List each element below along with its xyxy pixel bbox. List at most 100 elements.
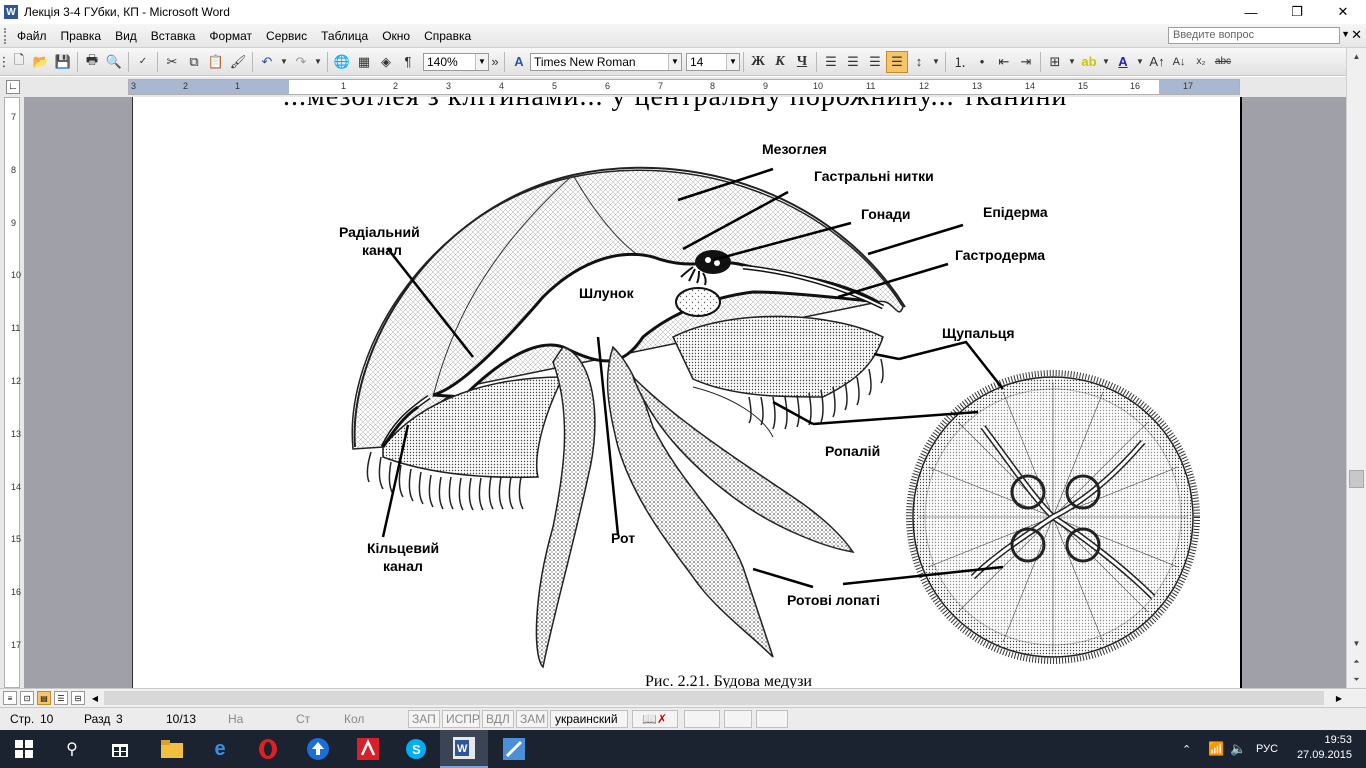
copy-icon[interactable]: ⧉: [189, 53, 199, 69]
menu-help[interactable]: Справка: [424, 28, 472, 43]
styles-icon[interactable]: A: [514, 54, 524, 69]
borders-icon[interactable]: ⊞: [1049, 53, 1061, 69]
shrink-font-icon[interactable]: A↓: [1172, 55, 1186, 68]
scroll-up-icon[interactable]: ▲: [1352, 52, 1361, 61]
word-icon[interactable]: W: [4, 5, 18, 19]
status-ext[interactable]: ВДЛ: [486, 712, 510, 726]
highlight-icon[interactable]: ab: [1081, 54, 1097, 69]
avira-icon[interactable]: [344, 730, 392, 768]
status-ovr[interactable]: ЗАМ: [520, 712, 546, 726]
scroll-down-icon[interactable]: ▼: [1352, 639, 1361, 648]
status-language[interactable]: украинский: [555, 712, 618, 726]
menu-view[interactable]: Вид: [115, 28, 137, 43]
spelling-status-box[interactable]: [632, 710, 678, 728]
scroll-right-icon[interactable]: ▶: [1335, 693, 1343, 703]
tab-selector[interactable]: ∟: [6, 80, 20, 94]
underline-button[interactable]: Ч: [796, 53, 808, 69]
ask-question-input[interactable]: Введите вопрос: [1168, 27, 1340, 44]
word-taskbar-icon[interactable]: W: [440, 730, 488, 768]
search-icon[interactable]: ⚲: [66, 741, 78, 758]
print-preview-icon[interactable]: 🔍: [105, 53, 123, 69]
toolbar-grip[interactable]: ⋮: [0, 53, 11, 69]
menu-grip[interactable]: [4, 27, 10, 44]
status-ext-box[interactable]: [482, 710, 514, 728]
align-left-icon[interactable]: ☰: [825, 53, 837, 69]
grow-font-icon[interactable]: A↑: [1149, 54, 1165, 69]
opera-icon[interactable]: [244, 730, 292, 768]
bullets-icon[interactable]: •: [979, 54, 985, 69]
clock[interactable]: 19:53 27.09.2015: [1297, 733, 1352, 763]
font-size-select[interactable]: 14 ▼: [686, 52, 740, 71]
normal-view-icon[interactable]: ≡: [3, 691, 17, 705]
show-hidden-icons[interactable]: ⌃: [1182, 743, 1192, 756]
ask-dropdown-icon[interactable]: ▼: [1341, 29, 1350, 39]
highlight-dropdown-icon[interactable]: ▼: [1102, 57, 1110, 66]
redo-dropdown-icon[interactable]: ▼: [314, 57, 322, 66]
menu-file[interactable]: Файл: [17, 28, 47, 43]
maximize-button[interactable]: ❐: [1291, 4, 1303, 19]
web-view-icon[interactable]: ⊡: [20, 691, 34, 705]
menu-tools[interactable]: Сервис: [266, 28, 308, 43]
strikethrough-icon[interactable]: abc: [1214, 56, 1232, 67]
new-document-icon[interactable]: 🗋: [13, 51, 25, 67]
close-document-icon[interactable]: ✕: [1351, 27, 1362, 42]
volume-icon[interactable]: 🔈: [1230, 741, 1247, 756]
menu-table[interactable]: Таблица: [321, 28, 369, 43]
paste-icon[interactable]: 📋: [207, 53, 225, 69]
language-indicator[interactable]: РУС: [1256, 743, 1279, 755]
borders-dropdown-icon[interactable]: ▼: [1068, 57, 1076, 66]
line-spacing-dropdown-icon[interactable]: ▼: [932, 57, 940, 66]
update-icon[interactable]: [294, 730, 342, 768]
font-color-icon[interactable]: A: [1118, 54, 1128, 69]
font-color-dropdown-icon[interactable]: ▼: [1136, 57, 1144, 66]
status-trk[interactable]: ИСПР: [446, 712, 480, 726]
vertical-scrollbar[interactable]: ▲ ▼ ⏶ ⏷: [1346, 48, 1366, 688]
subscript-icon[interactable]: x₂: [1196, 56, 1206, 67]
open-icon[interactable]: 📂: [32, 53, 50, 69]
save-icon[interactable]: 💾: [54, 53, 72, 69]
store-icon[interactable]: [96, 730, 144, 768]
hyperlink-icon[interactable]: 🌐: [333, 53, 351, 69]
font-size-dropdown-icon[interactable]: ▼: [726, 53, 739, 70]
start-button[interactable]: [0, 730, 48, 768]
status-trk-box[interactable]: [442, 710, 480, 728]
justify-icon[interactable]: ☰: [886, 50, 908, 73]
horizontal-scrollbar[interactable]: ≡ ⊡ ▤ ☰ ⊟ ◀ ▶: [0, 688, 1366, 707]
paragraph-mark-icon[interactable]: ¶: [404, 54, 412, 69]
scroll-left-icon[interactable]: ◀: [91, 693, 99, 703]
horizontal-scroll-track[interactable]: [104, 691, 1324, 705]
table-icon[interactable]: ▦: [357, 53, 371, 69]
cut-icon[interactable]: ✂: [166, 53, 178, 69]
menu-insert[interactable]: Вставка: [150, 28, 196, 43]
format-painter-icon[interactable]: 🖌: [229, 53, 247, 69]
decrease-indent-icon[interactable]: ⇤: [998, 53, 1010, 69]
network-icon[interactable]: 📶: [1208, 741, 1225, 756]
menu-window[interactable]: Окно: [382, 28, 411, 43]
menu-edit[interactable]: Правка: [60, 28, 102, 43]
italic-button[interactable]: К: [775, 53, 785, 69]
bold-button[interactable]: Ж: [751, 53, 765, 69]
spelling-status-icon[interactable]: 📖✗: [642, 712, 667, 726]
drawing-icon[interactable]: ◈: [381, 53, 391, 69]
status-rec-box[interactable]: [408, 710, 440, 728]
undo-dropdown-icon[interactable]: ▼: [280, 57, 288, 66]
edge-icon[interactable]: e: [214, 737, 226, 760]
toolbar-options-icon[interactable]: »: [491, 54, 499, 69]
app-icon[interactable]: [490, 730, 538, 768]
increase-indent-icon[interactable]: ⇥: [1020, 53, 1032, 69]
align-center-icon[interactable]: ☰: [847, 53, 859, 69]
print-icon[interactable]: 🖶: [85, 51, 99, 67]
outline-view-icon[interactable]: ☰: [54, 691, 68, 705]
skype-icon[interactable]: S: [392, 730, 440, 768]
font-dropdown-icon[interactable]: ▼: [668, 53, 681, 70]
minimize-button[interactable]: —: [1244, 4, 1258, 20]
zoom-dropdown-icon[interactable]: ▼: [475, 53, 488, 70]
scroll-thumb[interactable]: [1349, 470, 1364, 488]
horizontal-ruler[interactable]: 3 2 1 1 2 3 4 5 6 7 8 9 10 11 12 13 14 1…: [128, 79, 1240, 95]
redo-icon[interactable]: ↷: [295, 53, 307, 69]
vertical-ruler[interactable]: 7 8 9 10 11 12 13 14 15 16 17: [0, 97, 24, 688]
align-right-icon[interactable]: ☰: [869, 53, 881, 69]
undo-icon[interactable]: ↶: [261, 53, 273, 69]
menu-format[interactable]: Формат: [209, 28, 253, 43]
status-ovr-box[interactable]: [516, 710, 548, 728]
